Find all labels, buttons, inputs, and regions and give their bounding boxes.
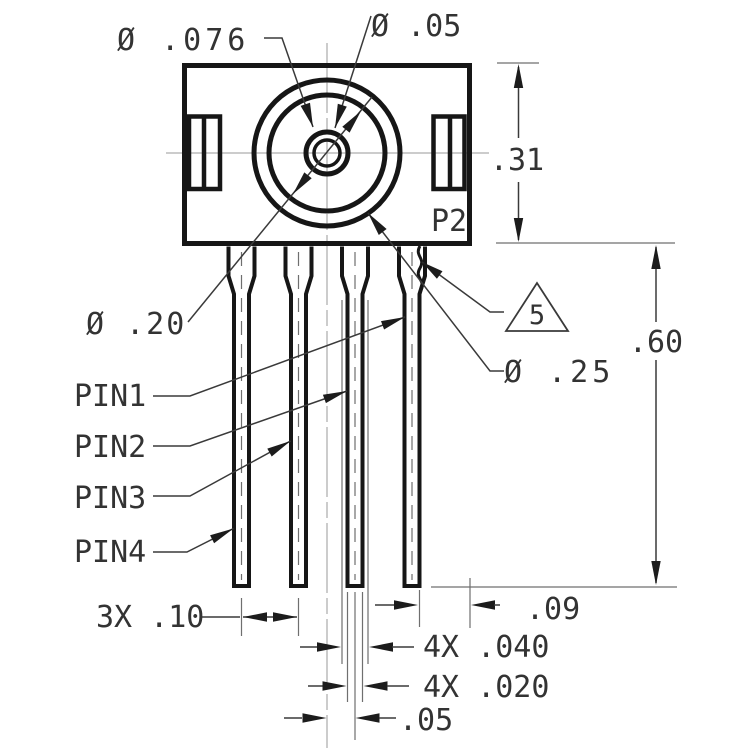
- arrow-left-icon: [369, 642, 393, 652]
- dim-lead-length: .60: [629, 245, 683, 585]
- dim-center-offset-label: .05: [399, 703, 453, 738]
- leader-lens-hole: [264, 37, 314, 128]
- leader-arrow-icon: [322, 391, 347, 404]
- leader-outer-ring: [367, 212, 504, 372]
- dia-outer-ring-label: Ø .25: [504, 355, 614, 390]
- arrow-right-icon: [394, 600, 418, 610]
- arrow-up-icon: [651, 245, 661, 269]
- arrow-right-icon: [302, 713, 327, 723]
- lead-3: [340, 246, 370, 588]
- leader-arrow-icon: [368, 213, 387, 235]
- leader-arrow-icon: [422, 262, 443, 279]
- leader-arrow-icon: [342, 111, 361, 133]
- body-outline: [182, 63, 472, 246]
- dia-lens-hole-label: Ø .076: [117, 23, 249, 58]
- dim-lead-width-wide: 4X .040: [300, 630, 549, 665]
- dim-edge-gap: .09: [375, 592, 580, 627]
- pin1-label: PIN1: [74, 379, 146, 414]
- dim-body-height-label: .31: [490, 143, 544, 178]
- dim-lead-width-narrow-label: 4X .020: [423, 670, 549, 705]
- lead-2: [283, 246, 314, 588]
- arrow-left-icon: [363, 681, 388, 691]
- center-dot-circle: [312, 138, 342, 168]
- dim-body-height: .31: [490, 64, 544, 242]
- dim-lead-width-wide-label: 4X .040: [423, 630, 549, 665]
- dim-center-offset: .05: [284, 703, 453, 738]
- dim-lead-length-label: .60: [629, 325, 683, 360]
- leader-pin1: [153, 316, 406, 397]
- arrow-up-icon: [513, 64, 524, 88]
- flag-triangle-icon: [504, 281, 570, 332]
- outer-ring-circle: [251, 77, 403, 229]
- lens-hole-circle: [303, 129, 351, 177]
- dia-inner-ring-label: Ø .20: [86, 307, 186, 342]
- dia-center-dot-label: Ø .05: [371, 9, 461, 44]
- inner-ring-circle: [266, 92, 388, 214]
- leader-pin2: [153, 390, 348, 447]
- leader-arrow-icon: [335, 103, 347, 128]
- pin3-label: PIN3: [74, 481, 146, 516]
- arrow-right-icon: [317, 642, 341, 652]
- flag-note-number: 5: [529, 300, 545, 331]
- arrow-down-icon: [651, 561, 661, 585]
- package-body: [182, 63, 472, 246]
- pin2-label: PIN2: [74, 430, 146, 465]
- diameter-callouts: Ø .076 Ø .05 Ø .20 Ø .25: [86, 9, 614, 390]
- leader-arrow-icon: [267, 441, 291, 457]
- pin4-label: PIN4: [74, 535, 146, 570]
- leader-pin3: [153, 440, 291, 497]
- extension-lines: [240, 62, 677, 740]
- dim-lead-pitch: 3X .10: [96, 600, 297, 635]
- leader-flag-note: [421, 261, 504, 313]
- pin-callouts: PIN1 PIN2 PIN3 PIN4: [74, 316, 406, 570]
- dim-edge-gap-label: .09: [526, 592, 580, 627]
- leader-arrow-icon: [210, 528, 234, 544]
- arrow-right-icon: [273, 612, 297, 622]
- arrow-down-icon: [513, 218, 524, 242]
- leads: [226, 245, 427, 588]
- lead-1: [226, 246, 257, 588]
- body-marker-label: P2: [431, 204, 467, 239]
- leader-arrow-icon: [300, 102, 313, 127]
- flag-note: 5: [421, 261, 570, 332]
- arrow-left-icon: [471, 600, 495, 610]
- leader-arrow-icon: [381, 317, 405, 330]
- dim-lead-width-narrow: 4X .020: [308, 670, 549, 705]
- arrow-right-icon: [322, 681, 347, 691]
- leader-inner-ring: [187, 96, 373, 323]
- leader-arrow-icon: [293, 172, 312, 194]
- arrow-left-icon: [355, 713, 380, 723]
- dim-pitch-label: 3X .10: [96, 600, 204, 635]
- lead-4: [397, 246, 427, 588]
- arrow-left-icon: [243, 612, 267, 622]
